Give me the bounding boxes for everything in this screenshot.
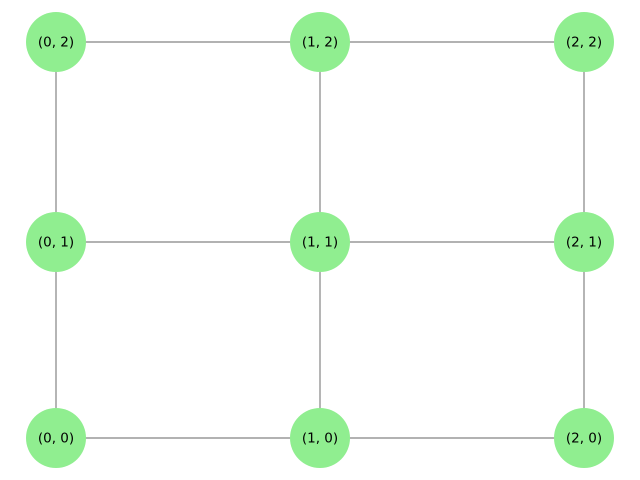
- graph-nodes-layer: [26, 12, 614, 468]
- graph-node-2,2: [554, 12, 614, 72]
- graph-node-label-0,1: (0, 1): [38, 235, 74, 251]
- graph-node-label-2,0: (2, 0): [566, 431, 602, 447]
- graph-node-0,2: [26, 12, 86, 72]
- graph-node-1,2: [290, 12, 350, 72]
- graph-node-label-1,2: (1, 2): [302, 35, 338, 51]
- graph-edges-layer: [55, 41, 585, 439]
- graph-node-0,1: [26, 212, 86, 272]
- graph-node-label-1,1: (1, 1): [302, 235, 338, 251]
- graph-labels-layer: (0, 2) (1, 2) (2, 2) (0, 1) (1, 1) (2, 1) (0, …: [38, 35, 602, 447]
- graph-node-1,0: [290, 408, 350, 468]
- graph-node-label-2,1: (2, 1): [566, 235, 602, 251]
- graph-node-label-1,0: (1, 0): [302, 431, 338, 447]
- graph-node-1,1: [290, 212, 350, 272]
- graph-node-2,1: [554, 212, 614, 272]
- graph-node-label-0,2: (0, 2): [38, 35, 74, 51]
- graph-node-label-0,0: (0, 0): [38, 431, 74, 447]
- graph-node-2,0: [554, 408, 614, 468]
- graph-node-label-2,2: (2, 2): [566, 35, 602, 51]
- graph-node-0,0: [26, 408, 86, 468]
